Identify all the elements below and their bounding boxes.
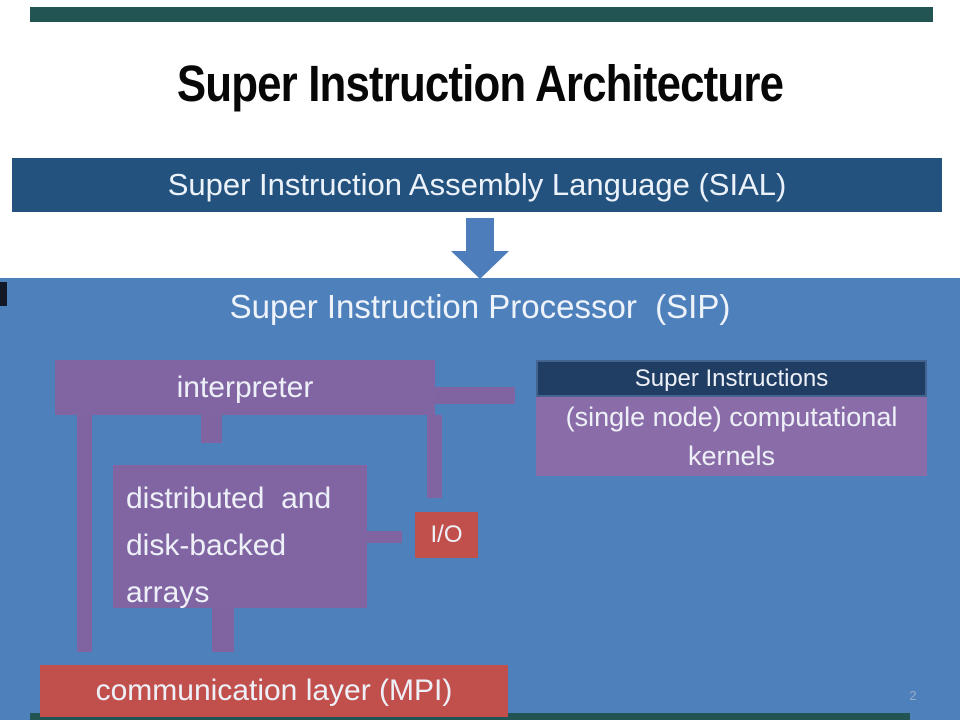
- connector-interpreter-to-distributed: [201, 415, 222, 443]
- left-edge-tab: [0, 282, 7, 306]
- connector-interpreter-to-io: [427, 415, 442, 498]
- slide-title: Super Instruction Architecture: [176, 55, 784, 112]
- computational-kernels-label: (single node) computational kernels: [565, 401, 898, 471]
- io-label: I/O: [430, 521, 463, 548]
- connector-interpreter-to-kernels: [435, 387, 515, 404]
- connector-interpreter-to-communication: [77, 415, 92, 652]
- distributed-arrays-line1: distributed and: [126, 482, 332, 515]
- interpreter-label: interpreter: [176, 370, 314, 404]
- sial-banner-label: Super Instruction Assembly Language (SIA…: [167, 167, 787, 202]
- sip-container: Super Instruction Processor (SIP) interp…: [0, 278, 960, 720]
- distributed-arrays-line2: disk-backed: [126, 529, 287, 562]
- super-instructions-header: Super Instructions: [536, 360, 927, 397]
- connector-distributed-to-io: [367, 531, 402, 543]
- sial-banner: Super Instruction Assembly Language (SIA…: [12, 158, 942, 212]
- distributed-arrays-line3: arrays: [126, 576, 210, 609]
- distributed-arrays-box: distributed and disk-backed arrays: [113, 465, 367, 609]
- top-accent-bar: [30, 7, 933, 22]
- down-arrow-icon-head: [451, 251, 509, 279]
- io-box: I/O: [415, 512, 478, 558]
- communication-layer-label: communication layer (MPI): [95, 674, 453, 707]
- super-instructions-label: Super Instructions: [634, 364, 829, 392]
- down-arrow-icon: [466, 218, 494, 252]
- communication-layer-box: communication layer (MPI): [40, 665, 508, 717]
- sip-title: Super Instruction Processor (SIP): [229, 288, 731, 325]
- connector-distributed-to-communication: [212, 608, 234, 652]
- computational-kernels-box: (single node) computational kernels: [536, 397, 927, 476]
- interpreter-box: interpreter: [55, 360, 435, 415]
- page-number: 2: [909, 688, 917, 703]
